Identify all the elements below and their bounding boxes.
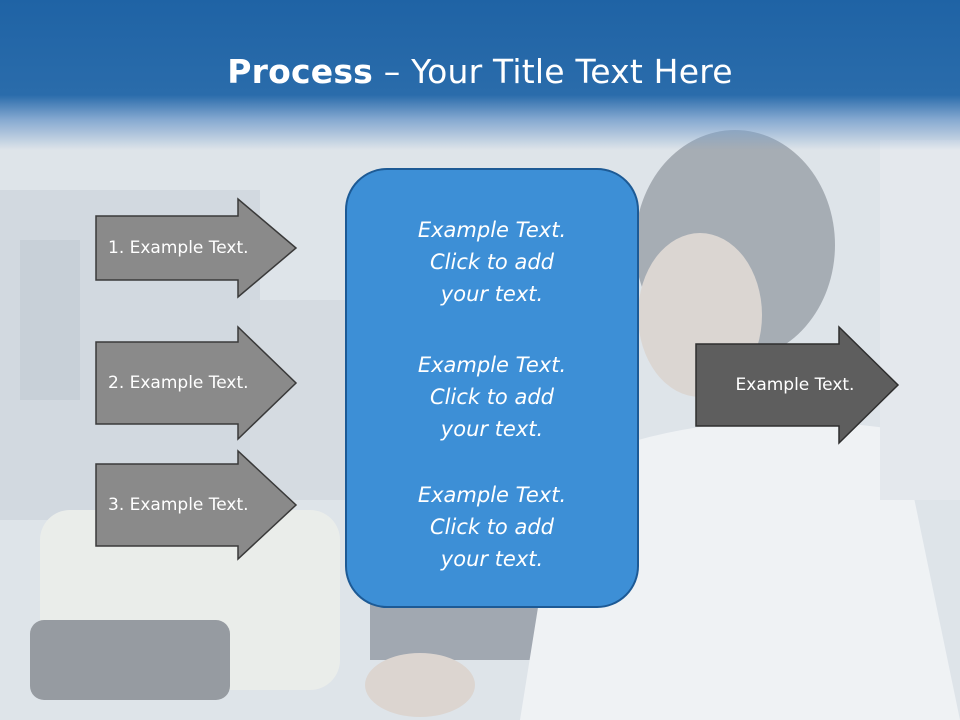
- left-arrow-3-label: 3. Example Text.: [108, 495, 249, 515]
- arrow-right-shape: [95, 449, 298, 561]
- paragraph-line: your text.: [440, 417, 544, 441]
- arrow-right-shape: [95, 197, 298, 299]
- paragraph-line: your text.: [440, 547, 544, 571]
- paragraph-line: Example Text.: [417, 218, 567, 242]
- left-arrow-2[interactable]: 2. Example Text.: [95, 325, 298, 441]
- arrow-right-shape: [95, 325, 298, 441]
- title-bold: Process: [227, 52, 374, 91]
- left-arrow-1-label: 1. Example Text.: [108, 238, 249, 258]
- paragraph-line: your text.: [440, 282, 544, 306]
- center-paragraph-2: Example Text. Click to add your text.: [347, 349, 637, 445]
- paragraph-line: Example Text.: [417, 483, 567, 507]
- right-arrow-label: Example Text.: [735, 375, 855, 395]
- paragraph-line: Click to add: [429, 515, 554, 539]
- center-text-box[interactable]: Example Text. Click to add your text. Ex…: [345, 168, 639, 608]
- arrow-right-shape: [695, 325, 900, 445]
- center-paragraph-3: Example Text. Click to add your text.: [347, 479, 637, 575]
- slide-title[interactable]: Process – Your Title Text Here: [0, 52, 960, 91]
- right-arrow[interactable]: Example Text.: [695, 325, 900, 445]
- paragraph-line: Click to add: [429, 250, 554, 274]
- title-banner: [0, 0, 960, 150]
- left-arrow-2-label: 2. Example Text.: [108, 373, 249, 393]
- left-arrow-3[interactable]: 3. Example Text.: [95, 449, 298, 561]
- left-arrow-1[interactable]: 1. Example Text.: [95, 197, 298, 299]
- title-rest: – Your Title Text Here: [373, 52, 733, 91]
- center-paragraph-1: Example Text. Click to add your text.: [347, 214, 637, 310]
- paragraph-line: Click to add: [429, 385, 554, 409]
- paragraph-line: Example Text.: [417, 353, 567, 377]
